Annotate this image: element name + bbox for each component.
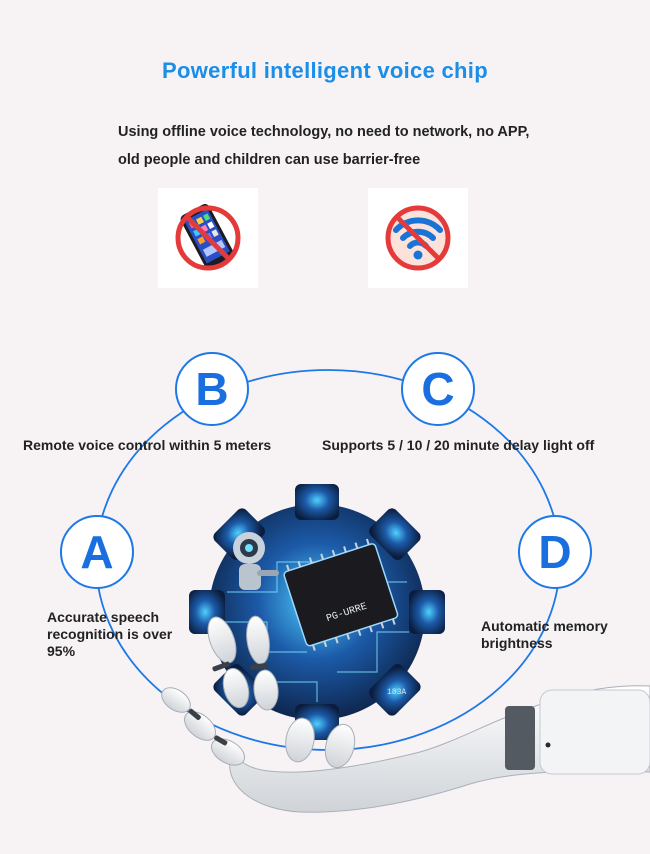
- page-title: Powerful intelligent voice chip: [162, 58, 488, 83]
- subtitle-line-2: old people and children can use barrier-…: [118, 152, 421, 168]
- no-wifi-icon: [368, 188, 468, 288]
- feature-text-d: Automatic memory brightness: [481, 618, 608, 651]
- feature-badge-d: D: [518, 515, 592, 589]
- feature-badge-b: B: [175, 352, 249, 426]
- page-subtitle: Using offline voice technology, no need …: [118, 118, 618, 174]
- gear-icon: PG-URRE 183A: [189, 484, 445, 740]
- subtitle-line-1: Using offline voice technology, no need …: [118, 124, 530, 140]
- feature-badge-c: C: [401, 352, 475, 426]
- no-smartphone-icon: [158, 188, 258, 288]
- feature-text-b: Remote voice control within 5 meters: [23, 437, 272, 453]
- feature-text-a: Accurate speech recognition is over 95%: [47, 609, 173, 659]
- robot-hand-icon: [161, 615, 650, 813]
- feature-badge-a: A: [60, 515, 134, 589]
- chip-label-secondary: 183A: [387, 688, 406, 697]
- feature-text-c: Supports 5 / 10 / 20 minute delay light …: [322, 437, 595, 453]
